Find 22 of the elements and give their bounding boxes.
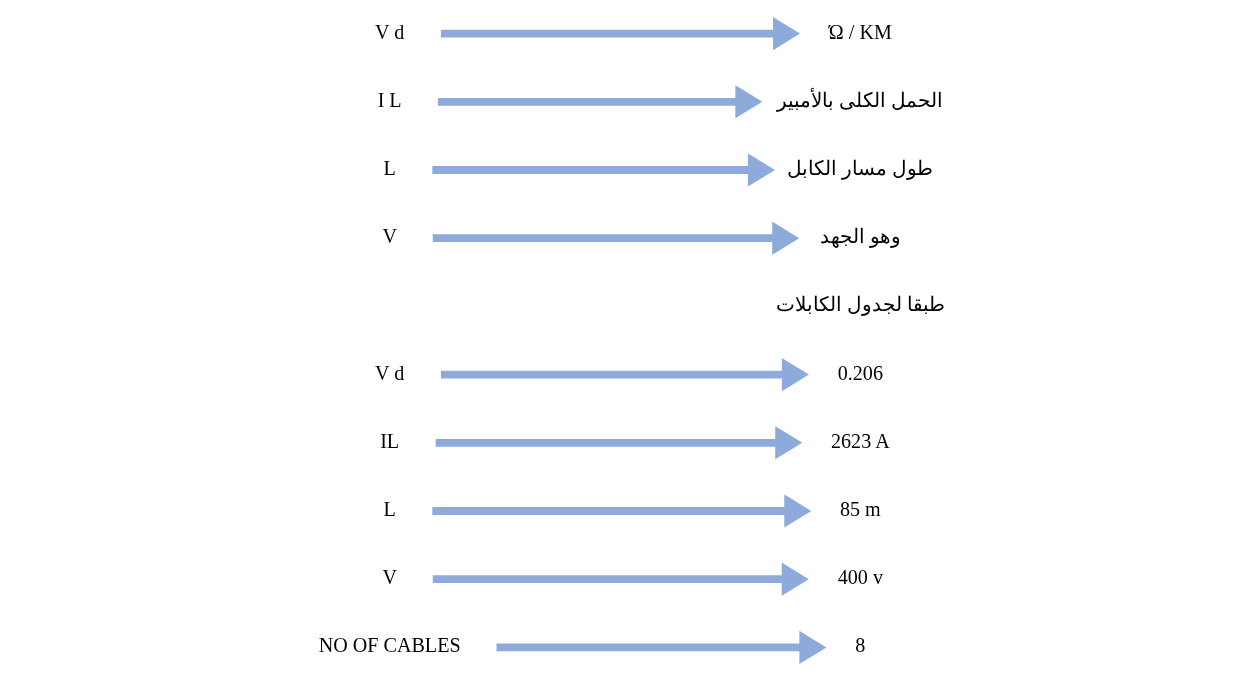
- node-text: V: [381, 565, 397, 588]
- node-text: L: [383, 156, 396, 179]
- arrow: [496, 630, 826, 664]
- label: طبقا لجدول الكابلات: [775, 292, 945, 315]
- node-text: وهو الجهد: [819, 224, 901, 247]
- node-text: IL: [379, 429, 399, 452]
- node-text: I L: [377, 88, 402, 111]
- node-text: V d: [374, 20, 404, 43]
- node-text: الحمل الكلى بالأمبير: [776, 88, 943, 111]
- node-text: 400 v: [837, 565, 883, 588]
- node-text: طول مسار الكابل: [786, 156, 933, 179]
- node-text: NO OF CABLES: [318, 633, 461, 656]
- node-text: 85 m: [839, 497, 881, 520]
- node-text: 2623 A: [830, 429, 890, 452]
- arrow: [431, 493, 811, 528]
- node-text: V: [381, 224, 397, 247]
- node-text: 8: [854, 633, 865, 656]
- node-text: L: [383, 497, 396, 520]
- node-text: 0.206: [837, 361, 883, 384]
- node-text: V d: [374, 361, 404, 384]
- node-text: Ώ / KM: [828, 20, 892, 43]
- arrow: [431, 152, 775, 187]
